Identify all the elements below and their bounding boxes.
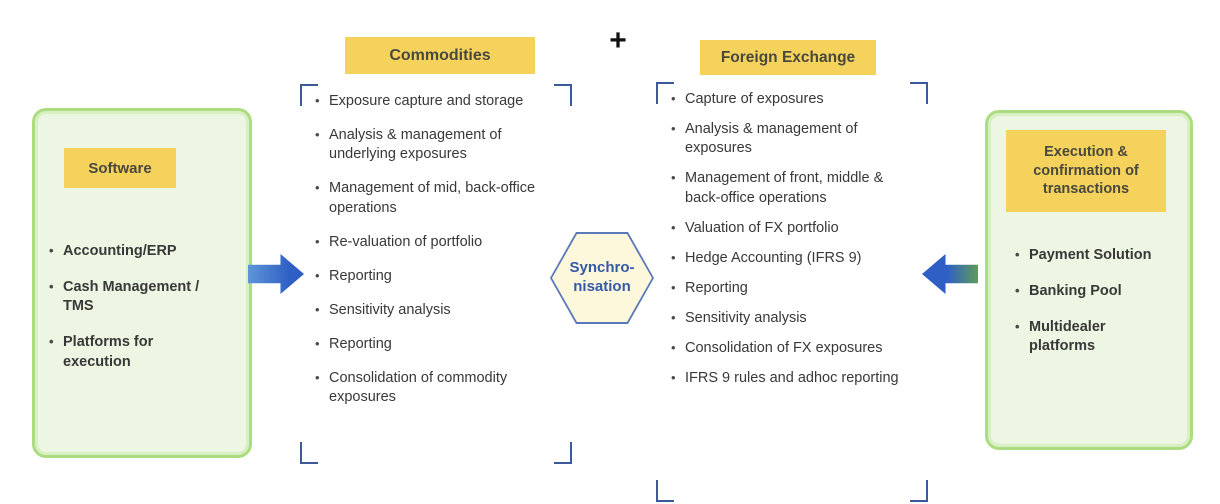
plus-sign: + bbox=[609, 24, 627, 57]
software-panel-header: Software bbox=[64, 148, 176, 188]
list-item: Reporting bbox=[312, 335, 558, 354]
execution-panel-header: Execution & confirmation of transactions bbox=[1006, 130, 1166, 212]
list-item: Hedge Accounting (IFRS 9) bbox=[668, 249, 916, 268]
list-item: Banking Pool bbox=[1012, 282, 1159, 301]
list-item: Analysis & management of exposures bbox=[668, 120, 916, 158]
list-item: Capture of exposures bbox=[668, 90, 916, 109]
list-item: Management of mid, back-office operation… bbox=[312, 179, 558, 217]
bracket-corner-icon bbox=[656, 480, 674, 502]
list-item: Re-valuation of portfolio bbox=[312, 233, 558, 252]
execution-list: Payment Solution Banking Pool Multideale… bbox=[1012, 246, 1162, 374]
hexagon-label-line2: nisation bbox=[573, 278, 631, 295]
synchronisation-hexagon-face: Synchro- nisation bbox=[552, 234, 652, 322]
list-item: IFRS 9 rules and adhoc reporting bbox=[668, 369, 916, 388]
bracket-corner-icon bbox=[910, 82, 928, 104]
bracket-corner-icon bbox=[554, 84, 572, 106]
foreign-exchange-list: Capture of exposures Analysis & manageme… bbox=[668, 90, 916, 399]
left-arrow-icon bbox=[922, 254, 978, 294]
list-item: Sensitivity analysis bbox=[312, 301, 558, 320]
commodities-header: Commodities bbox=[345, 37, 535, 74]
hexagon-label-line1: Synchro- bbox=[569, 259, 635, 277]
bracket-corner-icon bbox=[300, 442, 318, 464]
right-arrow-icon bbox=[248, 254, 304, 294]
list-item: Valuation of FX portfolio bbox=[668, 219, 916, 238]
list-item: Reporting bbox=[668, 279, 916, 298]
list-item: Multidealer platforms bbox=[1012, 318, 1159, 356]
list-item: Consolidation of FX exposures bbox=[668, 339, 916, 358]
list-item: Accounting/ERP bbox=[46, 242, 201, 261]
foreign-exchange-header: Foreign Exchange bbox=[700, 40, 876, 75]
bracket-corner-icon bbox=[910, 480, 928, 502]
list-item: Exposure capture and storage bbox=[312, 92, 558, 111]
software-list: Accounting/ERP Cash Management / TMS Pla… bbox=[46, 242, 199, 389]
commodities-bracket-frame bbox=[300, 84, 572, 464]
bracket-corner-icon bbox=[554, 442, 572, 464]
list-item: Management of front, middle & back-offic… bbox=[668, 169, 916, 207]
bracket-corner-icon bbox=[300, 84, 318, 106]
list-item: Sensitivity analysis bbox=[668, 309, 916, 328]
list-item: Reporting bbox=[312, 267, 558, 286]
list-item: Platforms for execution bbox=[46, 333, 201, 371]
list-item: Payment Solution bbox=[1012, 246, 1159, 265]
list-item: Cash Management / TMS bbox=[46, 278, 201, 316]
commodities-list: Exposure capture and storage Analysis & … bbox=[312, 92, 558, 422]
list-item: Consolidation of commodity exposures bbox=[312, 369, 558, 407]
fx-bracket-frame bbox=[656, 82, 928, 502]
bracket-corner-icon bbox=[656, 82, 674, 104]
list-item: Analysis & management of underlying expo… bbox=[312, 126, 558, 164]
